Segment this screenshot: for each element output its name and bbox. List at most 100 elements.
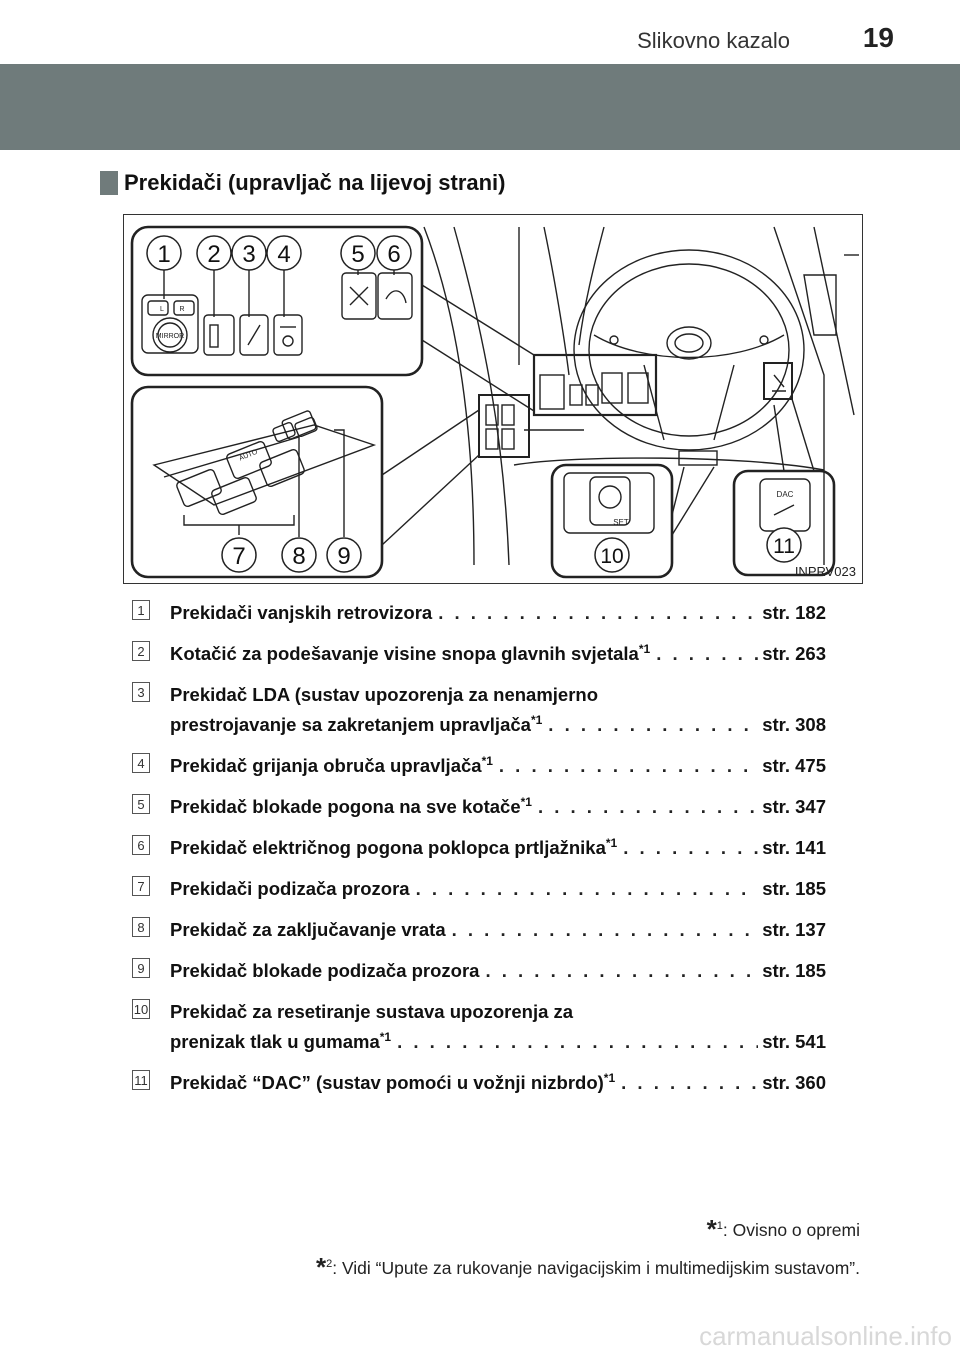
item-number-badge: 10: [132, 999, 150, 1019]
switch-list: 1 Prekidači vanjskih retrovizorastr. 182 2…: [132, 598, 832, 1109]
illustration-drawing: 1 2 3 4 5 6 7 8 9 10 11 MIRROR L R SET D…: [130, 225, 859, 579]
callout-6: 6: [376, 235, 412, 271]
page-reference: str. 141: [762, 837, 826, 858]
page-header: Slikovno kazalo 19: [0, 0, 960, 64]
list-item: 8 Prekidač za zaključavanje vratastr. 137: [132, 915, 832, 945]
item-line: Prekidač LDA (sustav upozorenja za nenam…: [170, 680, 826, 710]
auto-label: AUTO: [238, 449, 259, 463]
mirror-right-label: R: [179, 306, 184, 313]
footnote-ref: *1: [481, 753, 493, 768]
mirror-left-label: L: [160, 306, 164, 313]
mirror-label: MIRROR: [156, 333, 184, 340]
svg-text:1: 1: [157, 241, 170, 268]
callout-4: 4: [266, 235, 302, 271]
list-item: 1 Prekidači vanjskih retrovizorastr. 182: [132, 598, 832, 628]
item-line: Prekidači vanjskih retrovizorastr. 182: [170, 598, 826, 628]
figure-code: INPRV023: [794, 564, 856, 579]
item-label: Prekidač LDA (sustav upozorenja za nenam…: [170, 684, 599, 705]
leader-dots: [410, 874, 759, 904]
callout-9: 9: [326, 537, 362, 573]
item-label: prenizak tlak u gumama*1: [170, 1029, 392, 1052]
item-number-badge: 5: [132, 794, 150, 814]
item-number-badge: 8: [132, 917, 150, 937]
item-body: Prekidači podizača prozora str. 185: [170, 874, 826, 904]
watermark: carmanualsonline.info: [699, 1321, 952, 1351]
svg-text:9: 9: [337, 543, 350, 570]
item-line: prenizak tlak u gumama*1 str. 541: [170, 1027, 826, 1057]
section-title: Slikovno kazalo: [637, 28, 790, 53]
item-number-badge: 3: [132, 682, 150, 702]
footnote-ref: *1: [603, 1070, 616, 1085]
list-item: 11 Prekidač “DAC” (sustav pomoći u vožnji…: [132, 1068, 832, 1098]
footnote-1: *1: Ovisno o opremi: [706, 1214, 860, 1244]
leader-dots: [650, 639, 758, 669]
footnote-ref: *1: [379, 1029, 392, 1044]
svg-text:3: 3: [242, 241, 255, 268]
leader-dots: [391, 1027, 758, 1057]
item-body: Prekidač za resetiranje sustava upozoren…: [170, 997, 826, 1057]
footnote-ref: *1: [530, 712, 543, 727]
set-label: SET: [613, 518, 629, 527]
item-line: Prekidač “DAC” (sustav pomoći u vožnji n…: [170, 1068, 826, 1098]
leader-dots: [615, 1068, 758, 1098]
heading-text: Prekidači (upravljač na lijevoj strani): [124, 170, 506, 195]
item-body: Prekidač LDA (sustav upozorenja za nenam…: [170, 680, 826, 740]
item-body: Prekidač blokade pogona na sve kotače*1s…: [170, 792, 826, 822]
callout-1: 1: [146, 235, 182, 271]
callout-5: 5: [340, 235, 376, 271]
svg-text:10: 10: [600, 545, 623, 568]
footnote-2: *2: Vidi “Upute za rukovanje navigacijsk…: [315, 1252, 860, 1282]
page-reference: str. 541: [762, 1031, 826, 1052]
footnote-ref: *1: [605, 835, 618, 850]
item-line: prestrojavanje sa zakretanjem upravljača…: [170, 710, 826, 740]
item-body: Prekidač blokade podizača prozora str. 18…: [170, 956, 826, 986]
item-label: Prekidač za zaključavanje vrata: [170, 919, 446, 940]
item-line: Prekidači podizača prozora str. 185: [170, 874, 826, 904]
item-number-badge: 4: [132, 753, 150, 773]
callout-10: 10: [594, 537, 630, 573]
item-label: Prekidač električnog pogona poklopca prt…: [170, 835, 618, 858]
heading-square-icon: [100, 171, 118, 195]
page-reference: str. 185: [762, 960, 826, 981]
switch-illustration: 1 2 3 4 5 6 7 8 9 10 11 MIRROR L R SET D…: [123, 214, 863, 584]
page-number: 19: [862, 22, 894, 53]
section-heading: Prekidači (upravljač na lijevoj strani): [100, 168, 506, 198]
item-line: Prekidač električnog pogona poklopca prt…: [170, 833, 826, 863]
item-body: Prekidač “DAC” (sustav pomoći u vožnji n…: [170, 1068, 826, 1098]
item-line: Kotačić za podešavanje visine snopa glav…: [170, 639, 826, 669]
leader-dots: [542, 710, 758, 740]
item-line: Prekidač grijanja obruča upravljača*1 str…: [170, 751, 826, 781]
list-item: 4 Prekidač grijanja obruča upravljača*1 st…: [132, 751, 832, 781]
footnote-ref: *1: [638, 641, 651, 656]
list-item: 7 Prekidači podizača prozora str. 185: [132, 874, 832, 904]
item-label: Prekidač grijanja obruča upravljača*1: [170, 753, 493, 776]
svg-text:8: 8: [292, 543, 305, 570]
page-reference: str. 360: [762, 1072, 826, 1093]
item-label: Prekidači podizača prozora: [170, 878, 410, 899]
leader-dots: [493, 751, 758, 781]
item-number-badge: 11: [132, 1070, 150, 1090]
item-line: Prekidač blokade podizača prozora str. 18…: [170, 956, 826, 986]
page-reference: str. 185: [762, 878, 826, 899]
item-body: Kotačić za podešavanje visine snopa glav…: [170, 639, 826, 669]
leader-dots: [532, 792, 758, 822]
header-band: [0, 64, 960, 150]
item-number-badge: 7: [132, 876, 150, 896]
callout-11: 11: [766, 527, 802, 563]
callout-7: 7: [221, 537, 257, 573]
item-label: Prekidač blokade podizača prozora: [170, 960, 480, 981]
callout-numbers: 1 2 3 4 5 6 7 8 9 10 11: [146, 235, 802, 573]
page-reference: str. 347: [762, 796, 826, 817]
item-number-badge: 6: [132, 835, 150, 855]
item-number-badge: 2: [132, 641, 150, 661]
svg-text:5: 5: [351, 241, 364, 268]
svg-text:11: 11: [773, 535, 795, 558]
item-label: Prekidač za resetiranje sustava upozoren…: [170, 1001, 574, 1022]
item-number-badge: 1: [132, 600, 150, 620]
list-item: 5 Prekidač blokade pogona na sve kotače*1…: [132, 792, 832, 822]
page-reference: str. 475: [762, 755, 826, 776]
list-item: 6 Prekidač električnog pogona poklopca pr…: [132, 833, 832, 863]
item-label: Prekidač “DAC” (sustav pomoći u vožnji n…: [170, 1070, 616, 1093]
item-body: Prekidač za zaključavanje vratastr. 137: [170, 915, 826, 945]
